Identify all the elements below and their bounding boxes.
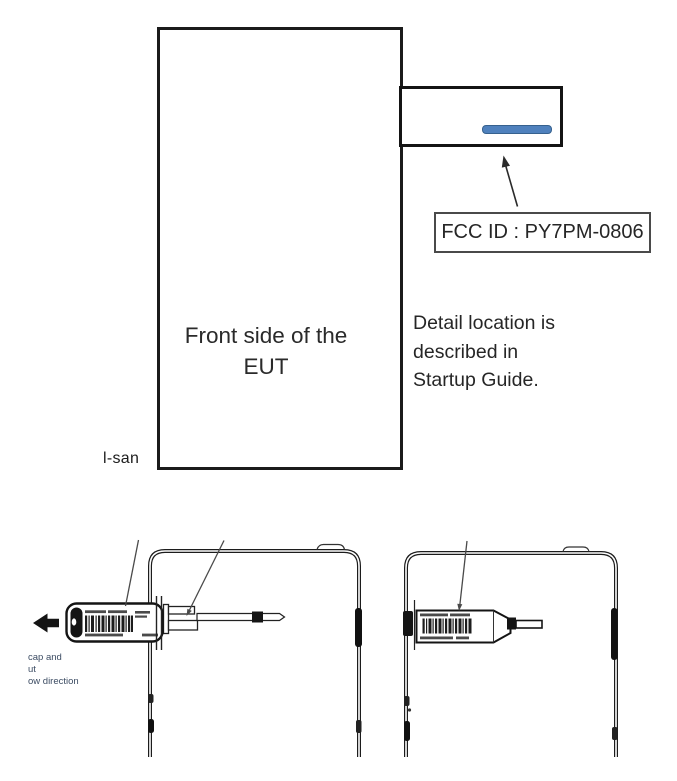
phone-outline [148,549,361,757]
rod-connector [252,611,263,623]
side-button [148,694,154,703]
detail-note-line3: Startup Guide. [413,369,539,391]
pointer-arrow [501,155,519,207]
label-text-row [420,636,453,640]
label-module-outline [399,86,563,147]
phone-outline [404,551,618,757]
label-location-drawings: cap and ut ow direction [28,539,618,757]
side-detail [407,708,412,712]
pointer-arrow-head [501,155,510,168]
detail-note-line1: Detail location is [413,312,555,334]
label-text-row [420,613,448,617]
module-cap [70,607,83,638]
side-button [356,720,362,733]
drawing-caption-line2: ut [28,664,36,675]
phone-outline-inner [405,552,617,757]
detail-note: Detail location is described in Startup … [413,309,555,395]
leader-line [458,540,468,609]
label-text-row [456,636,469,640]
leader-line [124,539,140,607]
label-text-row [108,610,127,614]
fcc-id-box: FCC ID : PY7PM-0806 [434,212,651,253]
top-button-notch [316,543,346,550]
fcc-label-bar [482,125,552,134]
phone-outline-inner [149,550,360,757]
pointer-arrow-shaft [505,165,519,207]
leader-arrow-head [186,608,192,616]
label-text-row [135,615,147,618]
leader-line [187,540,225,614]
slot-bracket [162,603,170,635]
module-pin [515,619,543,629]
handwritten-annotation: l-san [103,450,140,467]
volume-button [611,608,618,660]
eut-front-label-line1: Front side of the [184,323,348,348]
side-button [148,719,154,733]
slot-opening [403,611,413,636]
fcc-id-text: FCC ID : PY7PM-0806 [441,221,644,243]
slot-prong-bottom [167,619,199,631]
volume-button [355,608,362,647]
side-button [404,721,410,741]
eject-direction-arrow-icon [33,613,59,633]
sim-module-ejected [65,602,164,643]
slot-internals [162,603,286,635]
label-text-row [450,613,470,617]
eut-front-label: Front side of the EUT [157,320,375,382]
phone-front-view-ejected [148,543,362,757]
label-text-row [85,610,106,614]
eut-front-outline [157,27,403,470]
top-button-notch [562,546,590,552]
label-text-row [142,633,158,637]
side-button [404,696,410,706]
module-cap-hole [71,618,77,626]
sim-module-inserted [415,609,543,644]
drawing-caption-line3: ow direction [28,676,79,687]
side-button [612,727,618,740]
detail-note-line2: described in [413,340,519,363]
leader-arrow-head [457,603,463,611]
barcode [422,618,472,634]
drawing-caption-line1: cap and [28,652,62,663]
phone-front-view-inserted [404,546,618,757]
label-text-row [85,633,123,637]
eut-front-label-line2: EUT [243,354,289,379]
module-connector [507,617,516,630]
slot-rod [196,612,286,622]
slot-prong-top [167,605,196,615]
label-text-row [135,611,150,614]
barcode [85,615,133,632]
